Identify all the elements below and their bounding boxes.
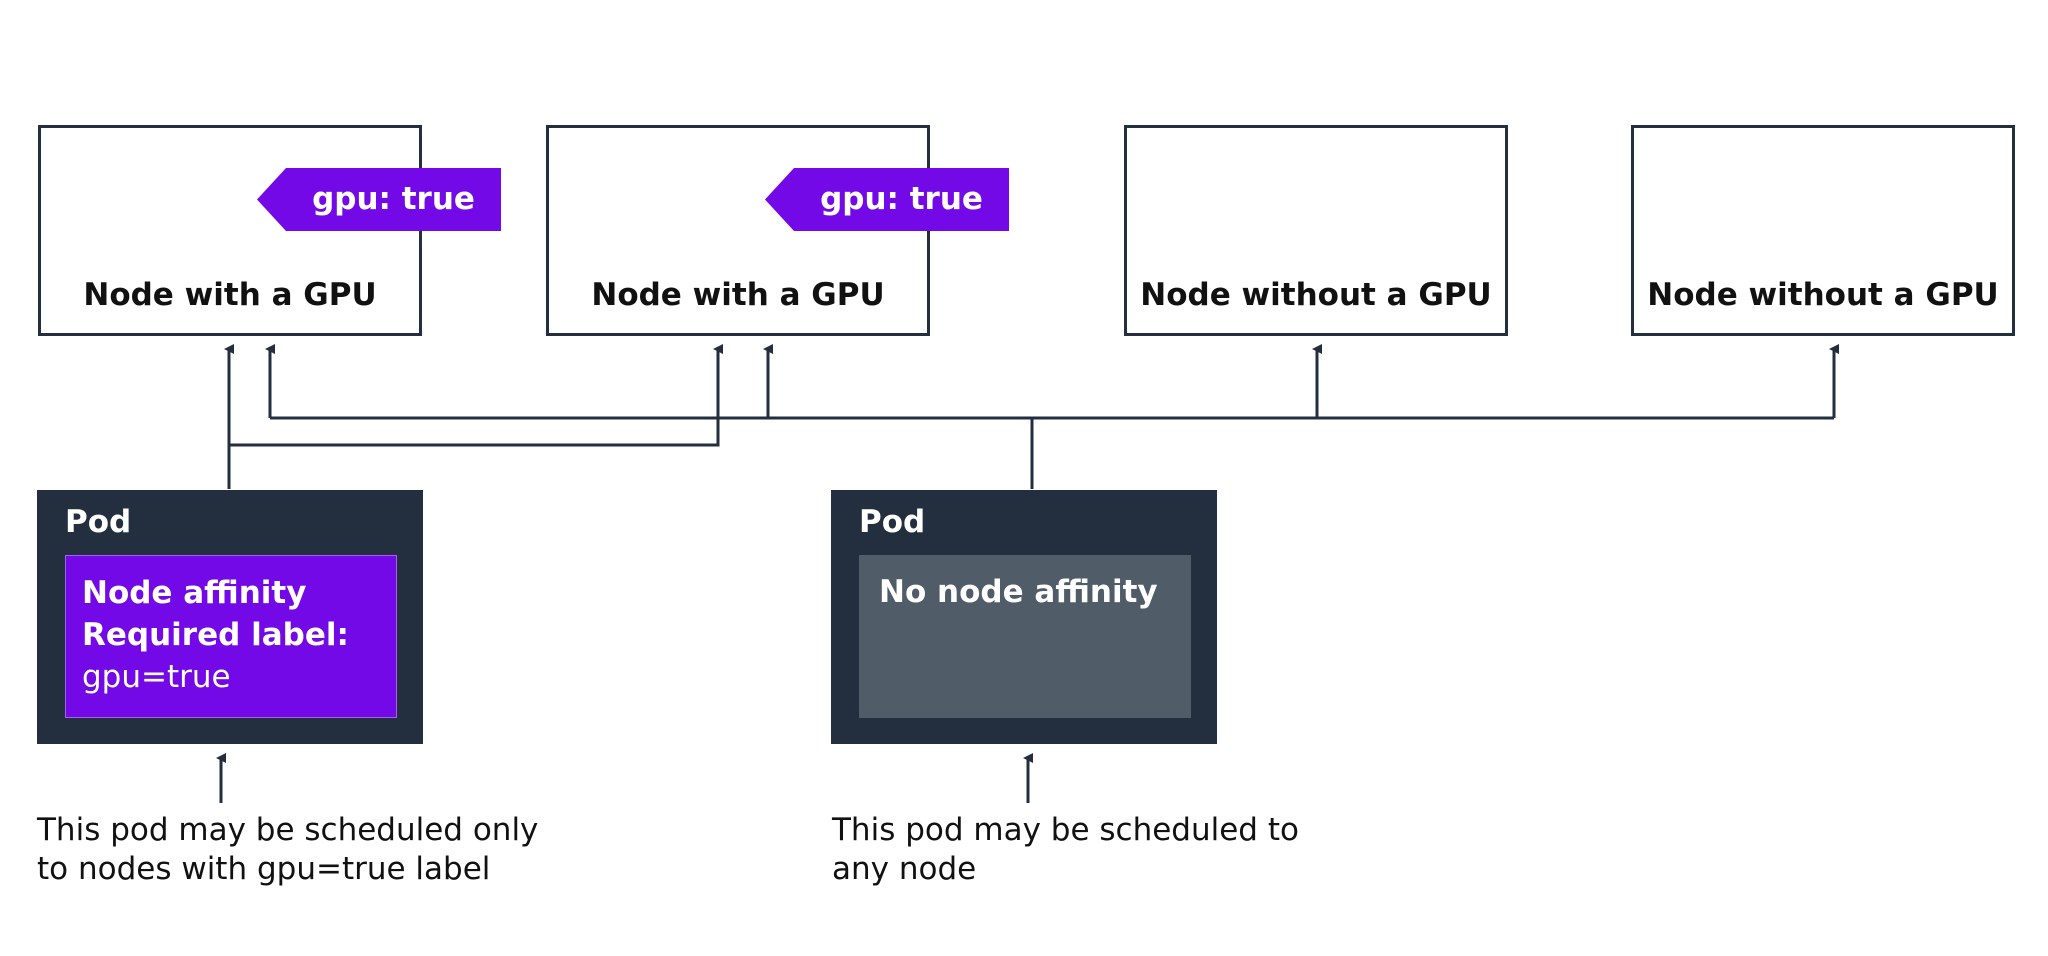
affinity-value: gpu=true <box>82 659 231 695</box>
gpu-label-tag: gpu: true <box>765 168 1009 231</box>
caption-line: any node <box>832 851 977 887</box>
no-affinity-box: No node affinity <box>859 555 1191 718</box>
node-affinity-box: Node affinity Required label: gpu=true <box>65 555 397 718</box>
caption-pod-without-affinity: This pod may be scheduled to any node <box>832 811 1299 889</box>
affinity-title: Node affinity <box>82 575 307 611</box>
node-label: Node without a GPU <box>1140 277 1492 313</box>
pod-title: Pod <box>859 504 926 540</box>
node-label: Node with a GPU <box>591 277 885 313</box>
caption-line: to nodes with gpu=true label <box>37 851 491 887</box>
affinity-title: No node affinity <box>879 574 1158 610</box>
caption-line: This pod may be scheduled only <box>37 812 539 848</box>
node-with-gpu-2: Node with a GPU <box>546 125 930 336</box>
gpu-label-tag: gpu: true <box>257 168 501 231</box>
pod-title: Pod <box>65 504 132 540</box>
caption-pod-with-affinity: This pod may be scheduled only to nodes … <box>37 811 538 889</box>
pod-with-affinity: Pod Node affinity Required label: gpu=tr… <box>37 490 423 744</box>
node-without-gpu-1: Node without a GPU <box>1124 125 1508 336</box>
pod1-to-node2-arrow <box>229 344 723 447</box>
affinity-subtitle: Required label: <box>82 617 349 653</box>
node-label: Node without a GPU <box>1647 277 1999 313</box>
node-without-gpu-2: Node without a GPU <box>1631 125 2015 336</box>
caption-line: This pod may be scheduled to <box>832 812 1299 848</box>
node-label: Node with a GPU <box>83 277 377 313</box>
pod-without-affinity: Pod No node affinity <box>831 490 1217 744</box>
